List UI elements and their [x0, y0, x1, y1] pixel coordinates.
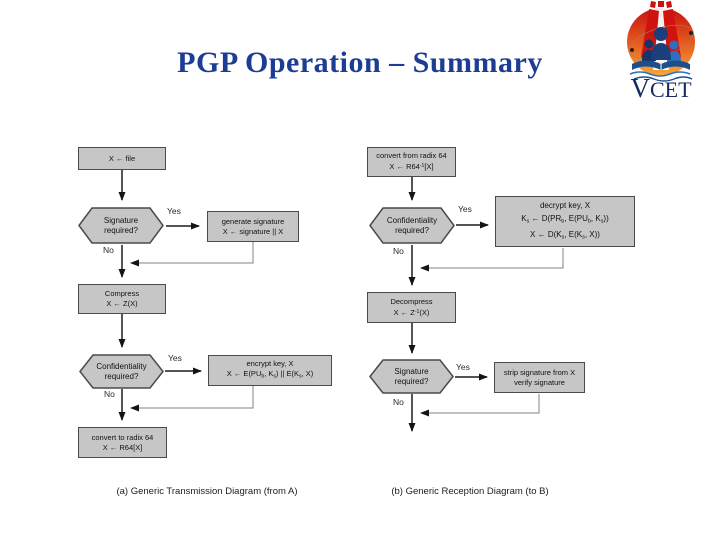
hexagon-shape — [79, 354, 164, 389]
node-formula: X ← D(Ks, E(Ks, X)) — [530, 230, 600, 241]
node-formula: X ← E(PUb, Ks) || E(Ks, X) — [226, 369, 314, 380]
node-text: X ← R64[X] — [102, 442, 143, 452]
decision-confidentiality-required-b: Confidentiality required? — [369, 207, 455, 244]
node-text: convert to radix 64 — [91, 432, 154, 442]
branch-label-yes: Yes — [168, 353, 182, 363]
node-text: required? — [104, 225, 138, 235]
line-a-encrypt-return — [130, 386, 254, 412]
node-convert-from-radix64: convert from radix 64 X ← R64-1[X] — [367, 147, 456, 177]
node-compress: Compress X ← Z(X) — [78, 284, 166, 314]
node-strip-signature: strip signature from X verify signature — [494, 362, 585, 393]
logo-ribbon-icon — [650, 1, 672, 8]
node-text: required? — [394, 376, 429, 386]
page-title: PGP Operation – Summary — [177, 46, 543, 79]
decision-confidentiality-required-a: Confidentiality required? — [79, 354, 164, 389]
node-text: Signature — [103, 216, 139, 225]
line-b-strip-return — [420, 394, 540, 417]
caption-transmission: (a) Generic Transmission Diagram (from A… — [116, 486, 298, 497]
node-text: Signature — [394, 367, 429, 376]
logo-text: VCET — [630, 73, 692, 103]
node-formula: X ← R64-1[X] — [389, 162, 434, 172]
node-convert-to-radix64: convert to radix 64 X ← R64[X] — [78, 427, 167, 458]
node-text: X ← file — [108, 153, 136, 163]
node-encrypt: encrypt key, X X ← E(PUb, Ks) || E(Ks, X… — [208, 355, 332, 386]
line-b-decrypt-return — [420, 248, 564, 272]
node-text: encrypt key, X — [246, 359, 294, 369]
decision-signature-required-a: Signature required? — [78, 207, 164, 244]
node-text: X ← signature || X — [222, 226, 284, 236]
node-decrypt: decrypt key, X Ks ← D(PRb, E(PUb, Ks)) X… — [495, 196, 635, 247]
node-text: X ← Z(X) — [106, 299, 138, 308]
node-formula: Ks ← D(PRb, E(PUb, Ks)) — [521, 213, 609, 224]
node-text: required? — [104, 371, 139, 381]
branch-label-no: No — [104, 389, 115, 399]
line-a-generate-return — [130, 242, 254, 267]
branch-label-no: No — [103, 245, 114, 255]
logo-people-icon — [642, 27, 681, 62]
vcet-logo: VCET — [627, 1, 695, 103]
logo-book-icon — [629, 60, 693, 82]
node-text: verify signature — [514, 377, 565, 387]
branch-label-yes: Yes — [458, 204, 472, 214]
node-text: Compress — [104, 289, 140, 298]
hexagon-shape — [369, 207, 455, 244]
node-input-file: X ← file — [78, 147, 166, 170]
node-text: decrypt key, X — [539, 200, 591, 210]
node-text: Confidentiality — [96, 362, 147, 371]
hexagon-shape — [369, 359, 454, 394]
node-decompress: Decompress X ← Z-1(X) — [367, 292, 456, 323]
node-generate-signature: generate signature X ← signature || X — [207, 211, 299, 242]
node-text: Confidentiality — [386, 216, 438, 225]
branch-label-no: No — [393, 246, 404, 256]
node-text: required? — [395, 225, 429, 235]
node-text: convert from radix 64 — [376, 151, 447, 161]
node-text: Decompress — [390, 296, 433, 306]
decision-signature-required-b: Signature required? — [369, 359, 454, 394]
branch-label-yes: Yes — [456, 362, 470, 372]
node-formula: X ← Z-1(X) — [393, 308, 430, 318]
branch-label-yes: Yes — [167, 206, 181, 216]
caption-reception: (b) Generic Reception Diagram (to B) — [391, 486, 549, 497]
node-text: strip signature from X — [503, 367, 576, 377]
node-text: generate signature — [221, 216, 285, 226]
branch-label-no: No — [393, 397, 404, 407]
hexagon-shape — [78, 207, 164, 244]
